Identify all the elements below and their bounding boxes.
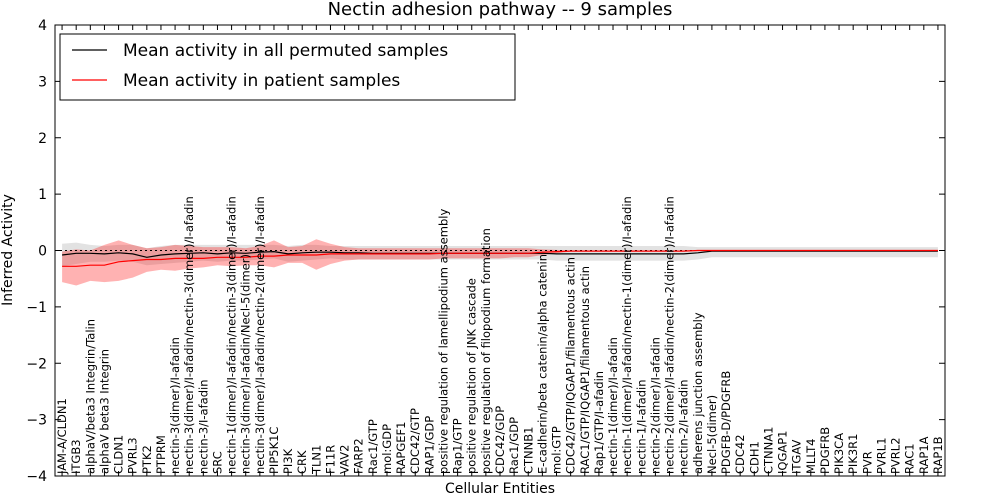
x-tick-label: nectin-2/I-afadin xyxy=(677,380,691,475)
x-tick-label: FARP2 xyxy=(352,438,366,474)
legend: Mean activity in all permuted samples Me… xyxy=(59,33,516,101)
x-tick-label: Rac1/GDP xyxy=(507,417,521,474)
x-tick-label: CDC42/GTP xyxy=(408,408,422,474)
plot-area xyxy=(55,239,945,286)
x-tick-label: TLN1 xyxy=(309,445,323,475)
x-tick-label: PVRL2 xyxy=(889,437,903,474)
x-tick-label: PI3K xyxy=(281,448,295,474)
x-tick-label: PIK3R1 xyxy=(846,434,860,475)
y-tick-label: −4 xyxy=(26,469,47,485)
legend-label-permuted: Mean activity in all permuted samples xyxy=(123,41,448,61)
x-tick-label: nectin-1(dimer)/I-afadin xyxy=(606,337,620,474)
y-tick-label: 3 xyxy=(38,74,47,90)
x-tick-label: JAM-A/CLDN1 xyxy=(55,398,69,475)
x-tick-label: VAV2 xyxy=(338,445,352,474)
x-tick-label: positive regulation of JNK cascade xyxy=(465,278,479,474)
x-tick-label: RAC1/GTP/IQGAP1/filamentous actin xyxy=(578,266,592,474)
x-tick-label: nectin-1/I-afadin xyxy=(634,380,648,475)
x-tick-label: CLDN1 xyxy=(112,435,126,474)
permuted-band xyxy=(62,242,938,267)
x-tick-label: nectin-3(dimer)/I-afadin/nectin-3(dimer)… xyxy=(182,196,196,474)
x-tick-label: alphaV beta3 Integrin xyxy=(97,349,111,474)
x-tick-label: Rac1/GTP xyxy=(366,419,380,474)
x-tick-label: Rap1/GTP xyxy=(451,418,465,474)
y-tick-label: 1 xyxy=(38,187,47,203)
x-tick-label: mol:GDP xyxy=(380,424,394,474)
x-tick-label: PVRL3 xyxy=(126,437,140,474)
x-tick-label: PVR xyxy=(860,451,874,474)
legend-label-patient: Mean activity in patient samples xyxy=(123,71,400,91)
x-tick-label: positive regulation of lamellipodium ass… xyxy=(437,209,451,474)
y-tick-label: 0 xyxy=(38,244,47,260)
x-tick-label: SRC xyxy=(211,451,225,474)
x-tick-label: mol:GTP xyxy=(550,426,564,474)
x-tick-label: ITGB3 xyxy=(69,439,83,474)
x-tick-label: nectin-1(dimer)/I-afadin/nectin-3(dimer)… xyxy=(225,196,239,474)
legend-box xyxy=(59,33,516,101)
x-tick-label: CRK xyxy=(295,450,309,474)
y-tick-label: −2 xyxy=(26,356,47,372)
x-tick-label: PIP5K1C xyxy=(267,427,281,474)
patient-line xyxy=(62,249,938,267)
x-tick-label: RAP1/GDP xyxy=(422,416,436,474)
x-tick-label: RAP1B xyxy=(931,436,945,474)
x-tick-label: CDC42 xyxy=(733,434,747,474)
x-tick-label: Rap1/GTP/I-afadin xyxy=(592,371,606,474)
x-tick-label: PDGFRB xyxy=(818,427,832,474)
x-tick-label: CDH1 xyxy=(747,441,761,474)
x-tick-label: MLLT4 xyxy=(804,439,818,475)
x-tick-label: RAC1 xyxy=(903,443,917,474)
x-tick-label: CTNNA1 xyxy=(761,427,775,474)
x-tick-label: nectin-1(dimer)/I-afadin/nectin-1(dimer)… xyxy=(620,196,634,474)
x-tick-label: PVRL1 xyxy=(874,437,888,474)
y-tick-label: 4 xyxy=(38,18,47,34)
x-tick-label: nectin-2(dimer)/I-afadin/nectin-2(dimer)… xyxy=(663,196,677,474)
x-axis-label: Cellular Entities xyxy=(445,481,555,497)
y-tick-label: −3 xyxy=(26,413,47,429)
x-tick-label: CTNNB1 xyxy=(521,427,535,474)
x-tick-label: RAPGEF1 xyxy=(394,422,408,474)
x-tick-label: PTPRM xyxy=(154,435,168,474)
x-tick-label: nectin-3(dimer)/I-afadin/Necl-5(dimer) xyxy=(239,254,253,474)
y-axis-label: Inferred Activity xyxy=(0,194,16,306)
x-tick-label: nectin-3(dimer)/I-afadin/nectin-2(dimer)… xyxy=(253,196,267,474)
x-tick-label: CDC42/GDP xyxy=(493,406,507,474)
y-tick-label: 2 xyxy=(38,131,47,147)
x-tick-label: CDC42/GTP/IQGAP1/filamentous actin xyxy=(564,257,578,474)
x-tick-label: nectin-3/I-afadin xyxy=(196,380,210,475)
x-tick-label: positive regulation of filopodium format… xyxy=(479,228,493,474)
x-tick-label: adherens junction assembly xyxy=(691,312,705,474)
x-tick-label: PIK3CA xyxy=(832,433,846,474)
x-tick-label: alphaV/beta3 Integrin/Talin xyxy=(83,319,97,474)
x-tick-label: E-cadherin/beta catenin/alpha catenin xyxy=(535,254,549,474)
x-tick-label: nectin-2(dimer)/I-afadin xyxy=(648,337,662,474)
x-tick-label: PTK2 xyxy=(140,445,154,474)
x-tick-label: Necl-5(dimer) xyxy=(705,395,719,474)
x-tick-label: ITGAV xyxy=(790,440,804,474)
x-tick-label: PDGFB-D/PDGFRB xyxy=(719,371,733,474)
x-tick-label: RAP1A xyxy=(917,436,931,474)
x-tick-label: IQGAP1 xyxy=(776,431,790,474)
x-tick-label: nectin-3(dimer)/I-afadin xyxy=(168,337,182,474)
y-tick-label: −1 xyxy=(26,300,47,316)
x-tick-label: F11R xyxy=(324,445,338,474)
chart-title: Nectin adhesion pathway -- 9 samples xyxy=(328,0,673,20)
y-axis: −4 −3 −2 −1 0 1 2 3 4 xyxy=(26,18,945,485)
